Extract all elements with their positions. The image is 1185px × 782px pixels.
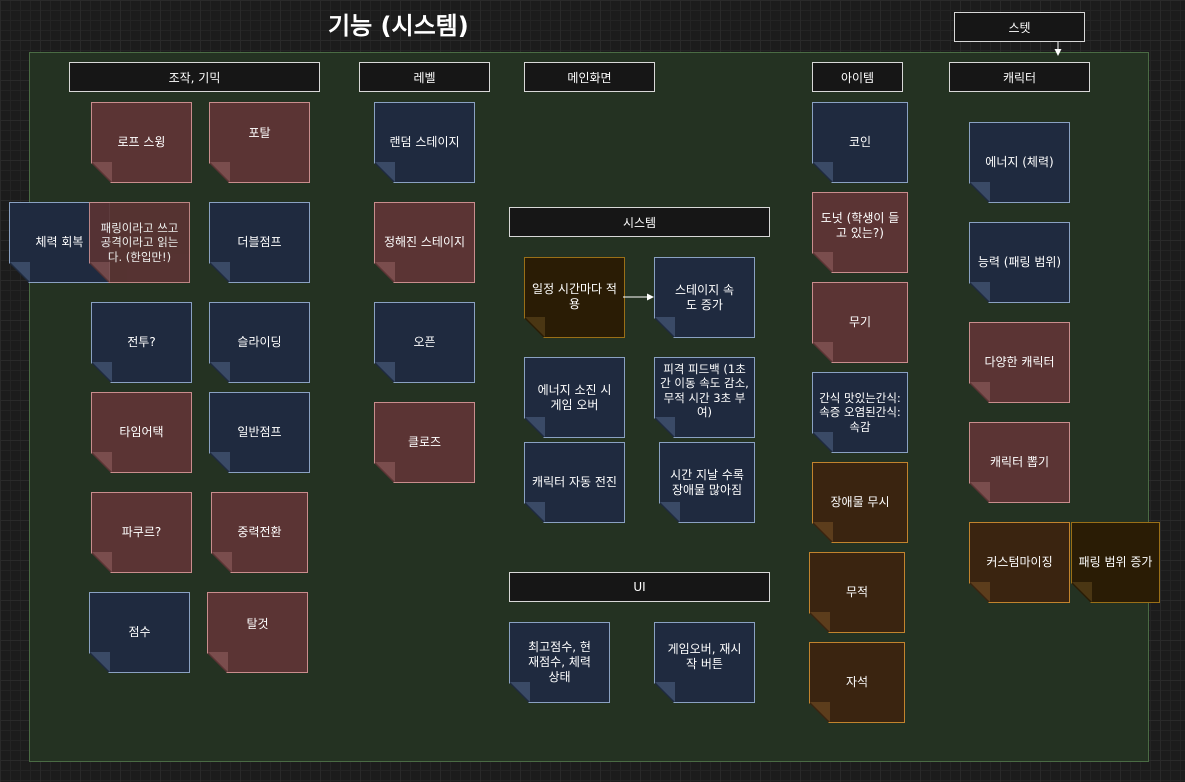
note-text: 장애물 무시 bbox=[830, 495, 890, 509]
note-time-attack[interactable]: 타임어택 bbox=[91, 392, 192, 473]
page-title: 기능 (시스템) bbox=[328, 12, 469, 40]
note-text: 에너지 (체력) bbox=[985, 155, 1054, 169]
note-hit-feedback[interactable]: 피격 피드백 (1초 간 이동 속도 감소, 무적 시간 3초 부여) bbox=[654, 357, 755, 438]
note-open[interactable]: 오픈 bbox=[374, 302, 475, 383]
note-text: 간식 맛있는간식: 속증 오염된간식: 속감 bbox=[819, 390, 901, 434]
note-rope-swing[interactable]: 로프 스윙 bbox=[91, 102, 192, 183]
note-donut[interactable]: 도넛 (학생이 들고 있는?) bbox=[812, 192, 908, 273]
note-ability-parry-range[interactable]: 능력 (패링 범위) bbox=[969, 222, 1070, 303]
note-text: 캐릭터 자동 전진 bbox=[532, 475, 617, 489]
note-text: 패링 범위 증가 bbox=[1078, 555, 1153, 569]
header-main-screen[interactable]: 메인화면 bbox=[524, 62, 655, 92]
note-character-gacha[interactable]: 캐릭터 뽑기 bbox=[969, 422, 1070, 503]
note-double-jump[interactable]: 더블점프 bbox=[209, 202, 310, 283]
note-text: 점수 bbox=[128, 625, 151, 639]
note-coin[interactable]: 코인 bbox=[812, 102, 908, 183]
header-character[interactable]: 캐릭터 bbox=[949, 62, 1090, 92]
header-system[interactable]: 시스템 bbox=[509, 207, 770, 237]
note-ignore-obstacles[interactable]: 장애물 무시 bbox=[812, 462, 908, 543]
note-sliding[interactable]: 슬라이딩 bbox=[209, 302, 310, 383]
note-score[interactable]: 점수 bbox=[89, 592, 190, 673]
header-level[interactable]: 레벨 bbox=[359, 62, 490, 92]
note-fold bbox=[10, 262, 30, 282]
note-weapon[interactable]: 무기 bbox=[812, 282, 908, 363]
note-combat[interactable]: 전투? bbox=[91, 302, 192, 383]
note-text: 정해진 스테이지 bbox=[383, 235, 466, 249]
note-auto-run[interactable]: 캐릭터 자동 전진 bbox=[524, 442, 625, 523]
note-parry[interactable]: 패링이라고 쓰고 공격이라고 읽는다. (한입만!) bbox=[89, 202, 190, 283]
note-energy-game-over[interactable]: 에너지 소진 시 게임 오버 bbox=[524, 357, 625, 438]
note-text: 포탈 bbox=[248, 126, 271, 140]
note-text: 탈것 bbox=[246, 617, 269, 631]
note-gravity-switch[interactable]: 중력전환 bbox=[211, 492, 308, 573]
note-text: 패링이라고 쓰고 공격이라고 읽는다. (한입만!) bbox=[100, 220, 179, 264]
note-text: 코인 bbox=[848, 135, 872, 149]
note-stage-speed-up[interactable]: 스테이지 속도 증가 bbox=[654, 257, 755, 338]
note-snack[interactable]: 간식 맛있는간식: 속증 오염된간식: 속감 bbox=[812, 372, 908, 453]
note-parry-range-up[interactable]: 패링 범위 증가 bbox=[1071, 522, 1160, 603]
note-text: 중력전환 bbox=[237, 525, 282, 539]
note-text: 클로즈 bbox=[407, 435, 442, 449]
note-ui-buttons[interactable]: 게임오버, 재시작 버튼 bbox=[654, 622, 755, 703]
note-text: 일반점프 bbox=[237, 425, 282, 439]
note-text: 스테이지 속도 증가 bbox=[674, 282, 734, 312]
note-parkour[interactable]: 파쿠르? bbox=[91, 492, 192, 573]
note-text: 시간 지날 수록 장애물 많아짐 bbox=[670, 467, 744, 497]
note-text: 더블점프 bbox=[237, 235, 282, 249]
header-control[interactable]: 조작, 기믹 bbox=[69, 62, 320, 92]
note-text: 랜덤 스테이지 bbox=[389, 135, 460, 149]
note-normal-jump[interactable]: 일반점프 bbox=[209, 392, 310, 473]
note-close[interactable]: 클로즈 bbox=[374, 402, 475, 483]
note-text: 전투? bbox=[127, 335, 156, 349]
note-text: 무기 bbox=[848, 315, 872, 329]
note-text: 자석 bbox=[845, 675, 869, 689]
note-random-stage[interactable]: 랜덤 스테이지 bbox=[374, 102, 475, 183]
note-magnet[interactable]: 자석 bbox=[809, 642, 905, 723]
header-stat[interactable]: 스텟 bbox=[954, 12, 1085, 42]
note-text: 슬라이딩 bbox=[237, 335, 282, 349]
note-text: 피격 피드백 (1초 간 이동 속도 감소, 무적 시간 3초 부여) bbox=[660, 361, 749, 419]
note-fixed-stage[interactable]: 정해진 스테이지 bbox=[374, 202, 475, 283]
note-ui-scores[interactable]: 최고점수, 현재점수, 체력 상태 bbox=[509, 622, 610, 703]
note-text: 능력 (패링 범위) bbox=[977, 255, 1062, 269]
note-text: 커스텀마이징 bbox=[986, 555, 1053, 569]
note-text: 게임오버, 재시작 버튼 bbox=[667, 641, 742, 671]
header-item[interactable]: 아이템 bbox=[812, 62, 903, 92]
note-text: 일정 시간마다 적용 bbox=[532, 281, 617, 311]
note-text: 캐릭터 뽑기 bbox=[989, 455, 1049, 469]
note-text: 체력 회복 bbox=[35, 235, 84, 249]
header-ui[interactable]: UI bbox=[509, 572, 770, 602]
note-various-characters[interactable]: 다양한 캐릭터 bbox=[969, 322, 1070, 403]
note-text: 파쿠르? bbox=[121, 525, 162, 539]
note-text: 무적 bbox=[845, 585, 869, 599]
note-text: 도넛 (학생이 들고 있는?) bbox=[820, 210, 900, 240]
note-energy-hp[interactable]: 에너지 (체력) bbox=[969, 122, 1070, 203]
note-vehicle[interactable]: 탈것 bbox=[207, 592, 308, 673]
note-customizing[interactable]: 커스텀마이징 bbox=[969, 522, 1070, 603]
note-invincible[interactable]: 무적 bbox=[809, 552, 905, 633]
note-text: 로프 스윙 bbox=[117, 135, 166, 149]
note-text: 에너지 소진 시 게임 오버 bbox=[537, 382, 612, 412]
note-text: 최고점수, 현재점수, 체력 상태 bbox=[528, 640, 591, 684]
note-portal[interactable]: 포탈 bbox=[209, 102, 310, 183]
note-text: 오픈 bbox=[413, 335, 436, 349]
note-periodic-apply[interactable]: 일정 시간마다 적용 bbox=[524, 257, 625, 338]
note-text: 타임어택 bbox=[119, 425, 164, 439]
note-more-obstacles[interactable]: 시간 지날 수록 장애물 많아짐 bbox=[659, 442, 755, 523]
note-text: 다양한 캐릭터 bbox=[984, 355, 1055, 369]
